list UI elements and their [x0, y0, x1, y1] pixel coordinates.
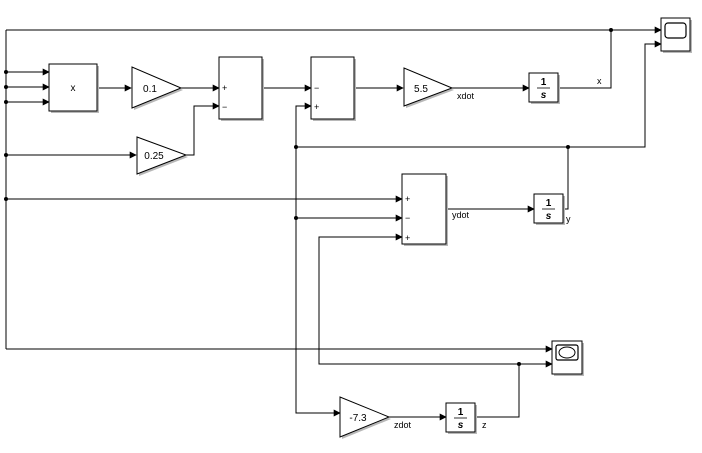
- wire-y-to-sum2[interactable]: [295, 102, 312, 147]
- scope-block-1[interactable]: [660, 17, 692, 53]
- signal-label-z: z: [482, 420, 487, 430]
- junction-dot: [4, 70, 8, 74]
- signal-lines: [5, 26, 662, 421]
- junction-dot: [517, 362, 521, 366]
- junction-dot: [294, 145, 298, 149]
- gain-block-3[interactable]: 5.5: [403, 67, 454, 108]
- signal-label-xdot: xdot: [457, 91, 475, 101]
- junction-dot: [4, 85, 8, 89]
- integrator-block-z[interactable]: 1 s: [445, 402, 477, 434]
- signal-label-ydot: ydot: [452, 210, 470, 220]
- integrator-block-y[interactable]: 1 s: [533, 193, 565, 225]
- wire-gain2-to-sum1[interactable]: [186, 102, 220, 156]
- gain-4-value: -7.3: [349, 413, 367, 424]
- sum-block-2[interactable]: − +: [310, 56, 356, 121]
- int-x-den: s: [541, 90, 547, 101]
- int-z-den: s: [458, 420, 464, 431]
- gain-block-2[interactable]: 0.25: [136, 136, 188, 176]
- sum-block-1[interactable]: + −: [218, 56, 264, 121]
- sum-3-sign-2: −: [405, 213, 410, 223]
- junction-dot: [609, 28, 613, 32]
- sum-3-sign-1: +: [405, 194, 410, 204]
- scope-screen-icon: [664, 22, 687, 39]
- junction-dots: [4, 28, 613, 366]
- int-y-den: s: [546, 211, 552, 222]
- gain-2-value: 0.25: [144, 151, 164, 162]
- wire-z-to-sum3[interactable]: [318, 233, 519, 365]
- junction-dot: [294, 216, 298, 220]
- sum-1-sign-1: +: [222, 83, 227, 93]
- sum-block-3[interactable]: + − +: [401, 173, 448, 246]
- junction-dot: [4, 197, 8, 201]
- wire-y-bus[interactable]: [296, 40, 662, 148]
- fcn-block[interactable]: x: [48, 63, 99, 113]
- sum-3-sign-3: +: [405, 233, 410, 243]
- scope-block-2[interactable]: [551, 340, 584, 376]
- signal-label-zdot: zdot: [394, 420, 412, 430]
- wire-y-vertical[interactable]: [295, 147, 341, 417]
- signal-label-x: x: [597, 76, 602, 86]
- junction-dot: [4, 153, 8, 157]
- junction-dot: [566, 145, 570, 149]
- wire-z-out[interactable]: [476, 364, 520, 418]
- sum-2-sign-1: −: [314, 83, 319, 93]
- integrator-block-x[interactable]: 1 s: [528, 72, 560, 104]
- int-y-num: 1: [546, 198, 552, 209]
- int-x-num: 1: [541, 77, 547, 88]
- scope-lens-icon: [558, 346, 576, 359]
- sum-1-sign-2: −: [222, 102, 227, 112]
- junction-dot: [4, 100, 8, 104]
- gain-3-value: 5.5: [414, 84, 428, 95]
- sum-2-sign-2: +: [314, 102, 319, 112]
- gain-block-1[interactable]: 0.1: [131, 66, 183, 110]
- gain-1-value: 0.1: [143, 84, 157, 95]
- int-z-num: 1: [458, 407, 464, 418]
- wire-x-out[interactable]: [558, 30, 612, 89]
- gain-block-4[interactable]: -7.3: [339, 396, 391, 439]
- signal-label-y: y: [566, 214, 571, 224]
- fcn-block-label: x: [71, 83, 76, 94]
